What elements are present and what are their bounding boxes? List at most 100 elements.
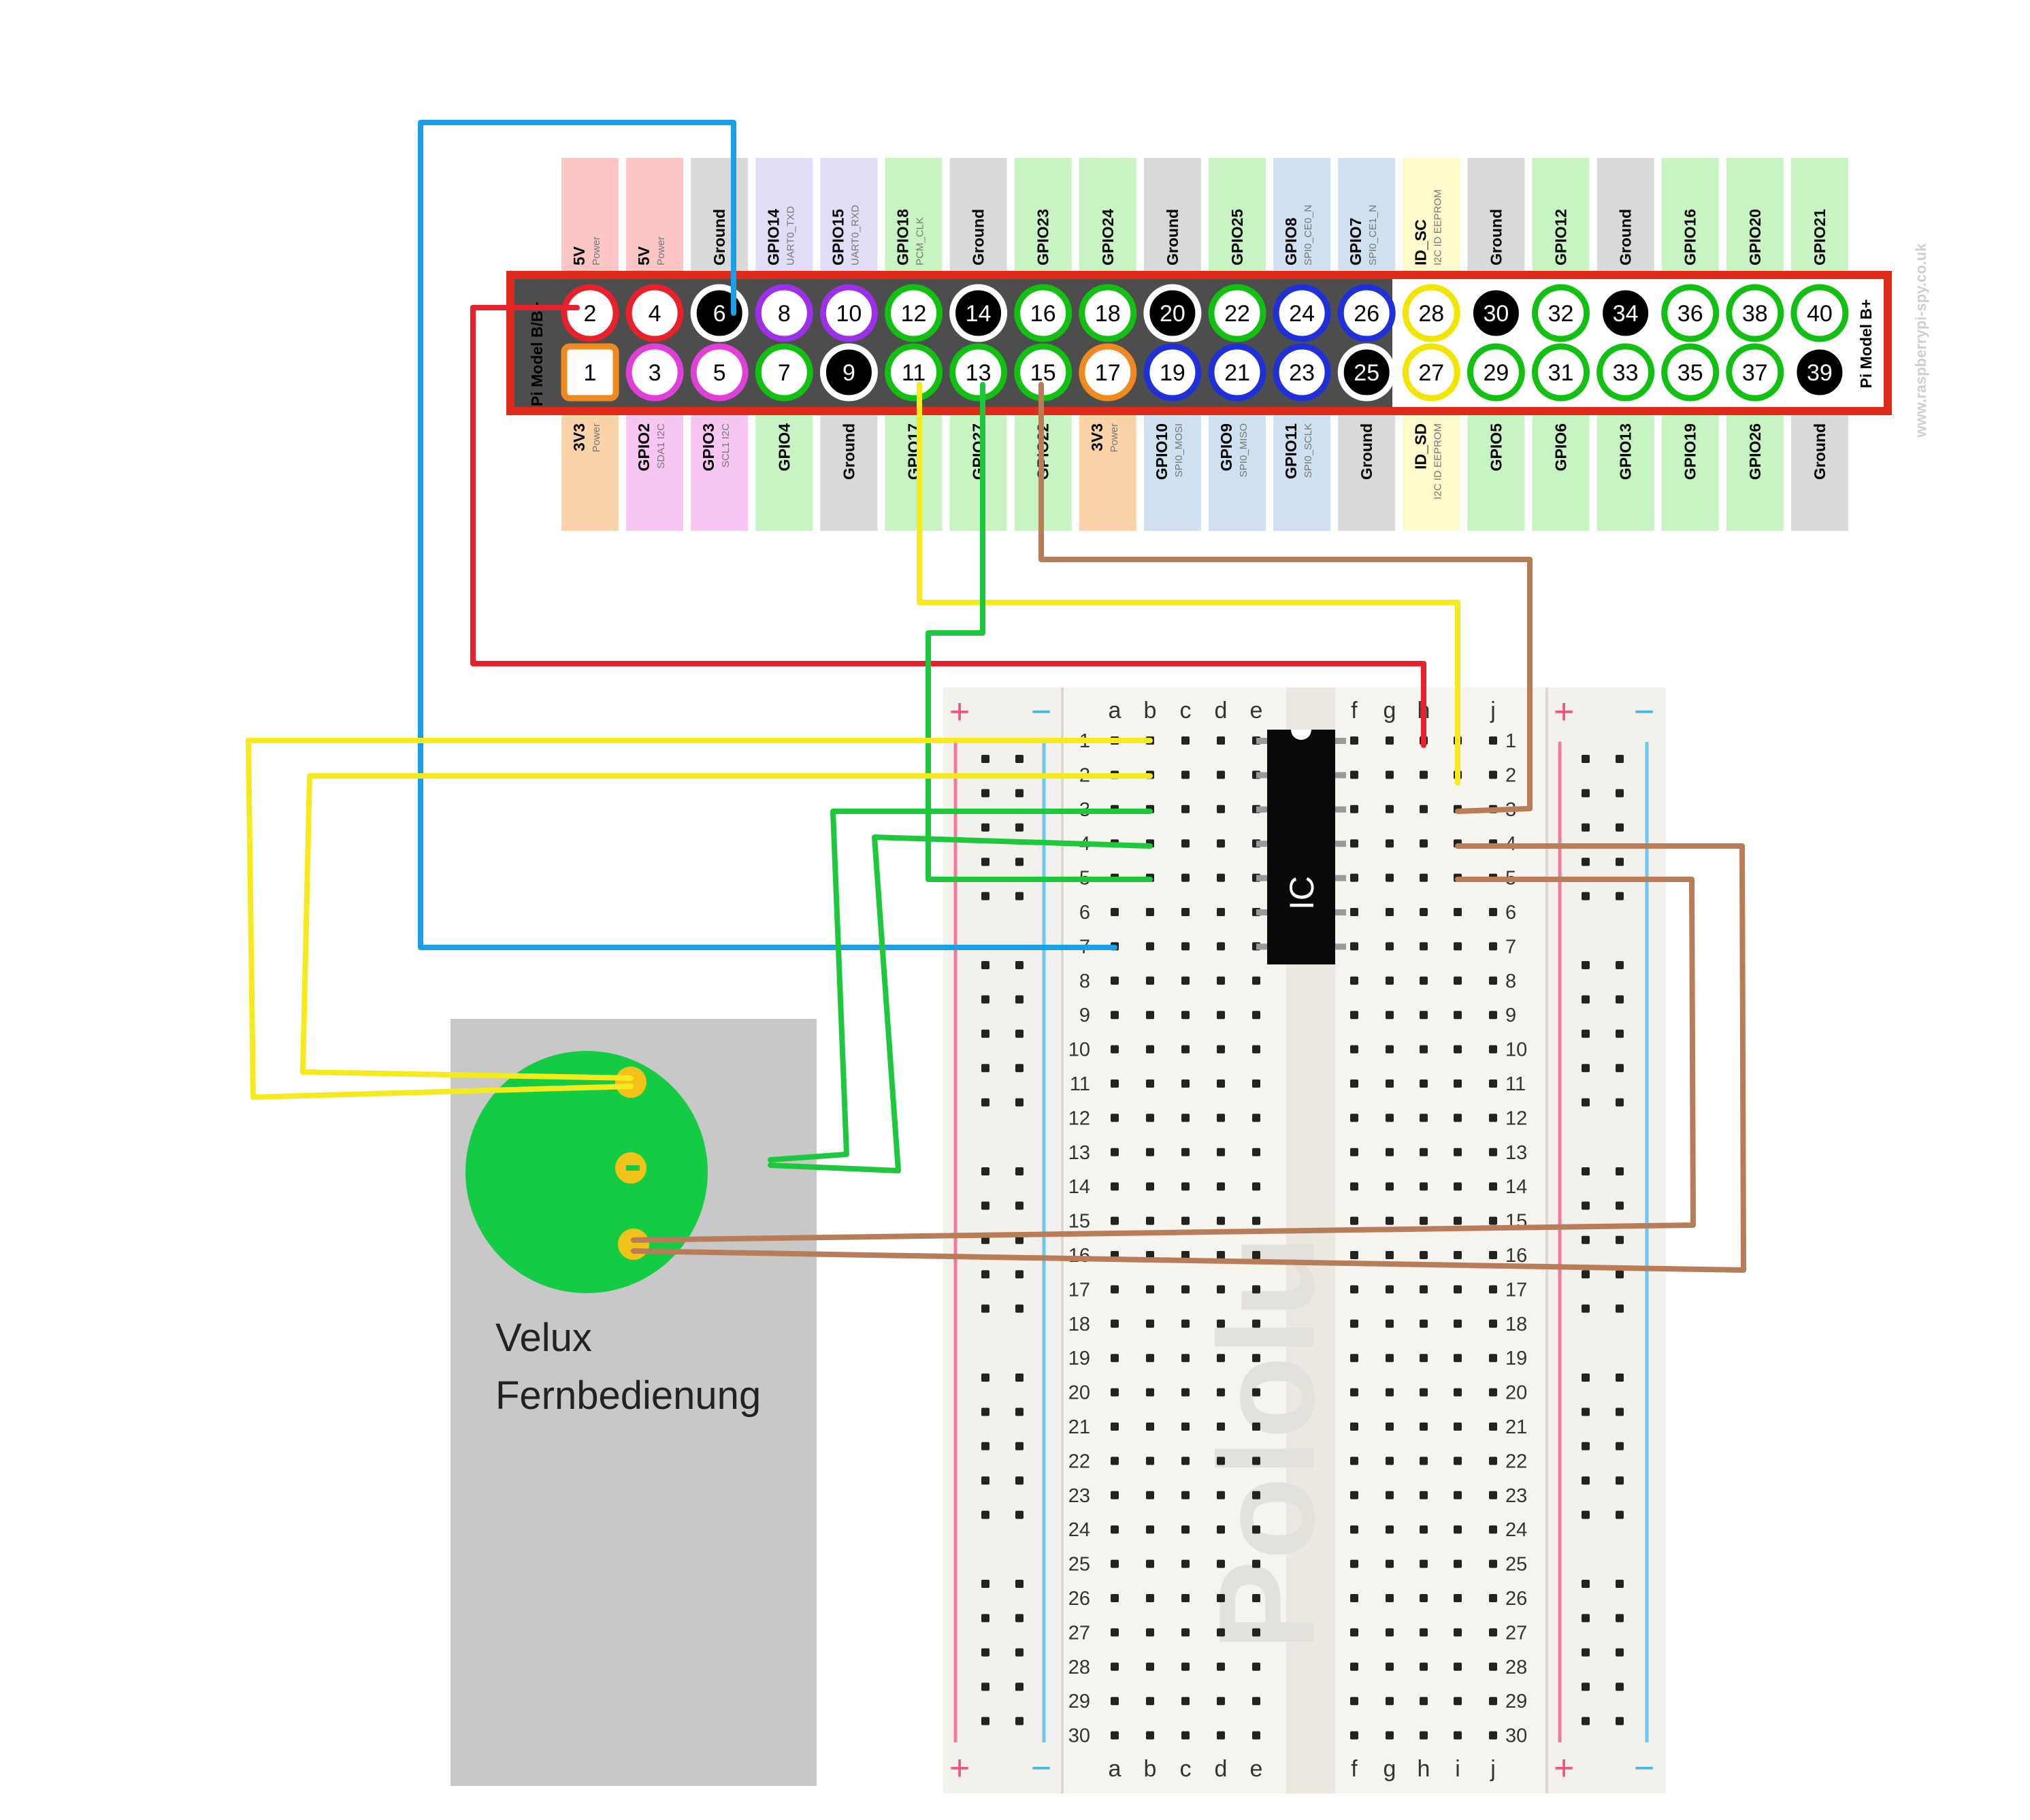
- breadboard-hole: [1489, 1251, 1497, 1259]
- breadboard-hole: [1386, 1662, 1394, 1671]
- pin-12-number: 12: [901, 301, 927, 327]
- wire-yellow-pin11: [917, 382, 1460, 785]
- breadboard-hole: [1489, 908, 1497, 916]
- rail-hole: [981, 1064, 989, 1073]
- rail-hole: [1015, 1304, 1024, 1313]
- remote-disc: [465, 1051, 708, 1293]
- pin-29: 29: [1467, 343, 1525, 402]
- breadboard-hole: [1252, 1491, 1260, 1499]
- breadboard-hole: [1111, 908, 1119, 916]
- remote-contact-top: [615, 1067, 646, 1098]
- breadboard-hole: [1454, 976, 1462, 985]
- pin-40-label-bg: [1790, 158, 1848, 274]
- breadboard-hole: [1252, 1079, 1260, 1088]
- breadboard-hole: [1181, 1731, 1190, 1740]
- pin-34-pad: [1597, 284, 1655, 342]
- breadboard-hole: [1217, 1731, 1225, 1740]
- breadboard-hole: [1489, 1594, 1497, 1602]
- row-label-right-14: 14: [1505, 1176, 1527, 1198]
- rail-hole: [1616, 961, 1624, 969]
- row-label-right-30: 30: [1505, 1725, 1527, 1747]
- pin-6-name: Ground: [710, 209, 728, 265]
- breadboard-hole: [1181, 1011, 1190, 1020]
- pin-22-name: GPIO25: [1228, 209, 1246, 265]
- pin-16-pad: [1014, 284, 1073, 342]
- breadboard-hole: [1454, 1491, 1462, 1499]
- breadboard-hole: [1350, 1559, 1358, 1568]
- rail-hole: [1582, 789, 1590, 798]
- row-label-right-12: 12: [1505, 1107, 1527, 1129]
- row-label-right-29: 29: [1505, 1691, 1527, 1712]
- breadboard-hole: [1420, 1491, 1428, 1499]
- header-model-label-right: Pi Model B+: [1857, 299, 1875, 389]
- pin-28-function: I2C ID EEPROM: [1432, 189, 1443, 265]
- wire-red-pin2: [470, 305, 1426, 748]
- row-label-left-15: 15: [1068, 1211, 1090, 1233]
- breadboard-hole: [1386, 1491, 1394, 1499]
- breadboard-hole: [1386, 1182, 1394, 1191]
- breadboard-hole: [1217, 908, 1225, 916]
- rail-hole: [981, 961, 989, 969]
- breadboard-hole: [1217, 1285, 1225, 1294]
- row-label-right-10: 10: [1505, 1039, 1527, 1061]
- breadboard-hole: [1454, 908, 1462, 916]
- breadboard-hole: [1350, 1216, 1358, 1225]
- row-label-left-12: 12: [1068, 1107, 1090, 1129]
- rail-hole: [1582, 1064, 1590, 1073]
- row-label-left-28: 28: [1068, 1657, 1090, 1678]
- remote-contact-middle-slot: [626, 1165, 640, 1171]
- breadboard-hole: [1386, 1697, 1394, 1706]
- breadboard-hole: [1420, 1216, 1428, 1225]
- row-label-left-25: 25: [1068, 1554, 1090, 1576]
- ic-notch: [1291, 730, 1311, 740]
- pin-19-pad: [1143, 343, 1202, 402]
- breadboard-hole: [1454, 1662, 1462, 1671]
- rail-hole: [981, 1304, 989, 1313]
- rail-right-plus-sign-bottom: +: [1554, 1749, 1574, 1788]
- rail-hole: [1015, 823, 1024, 832]
- breadboard-hole: [1217, 1251, 1225, 1259]
- ic-leg-right: [1332, 738, 1346, 744]
- row-label-left-24: 24: [1068, 1519, 1090, 1541]
- pin-17-label-bg: [1079, 415, 1136, 531]
- breadboard-hole: [1350, 805, 1358, 813]
- breadboard-hole: [1489, 1319, 1497, 1328]
- breadboard-hole: [1252, 1319, 1260, 1328]
- pin-27-label-bg: [1403, 415, 1460, 531]
- pin-3-name: GPIO2: [635, 423, 653, 471]
- breadboard-hole: [1454, 1525, 1462, 1534]
- rail-hole: [1582, 823, 1590, 832]
- column-label-g-top: g: [1384, 698, 1396, 724]
- pin-38-pad: [1726, 284, 1784, 342]
- row-label-right-13: 13: [1505, 1142, 1527, 1164]
- breadboard-hole: [1420, 873, 1428, 882]
- breadboard-hole: [1420, 1148, 1428, 1156]
- breadboard-hole: [1217, 770, 1225, 779]
- rail-hole: [981, 1648, 989, 1657]
- pin-27-function: I2C ID EEPROM: [1432, 423, 1443, 500]
- breadboard-hole: [1146, 1045, 1154, 1054]
- breadboard-hole: [1489, 1559, 1497, 1568]
- row-label-right-18: 18: [1505, 1314, 1527, 1335]
- ic-body: [1267, 730, 1335, 964]
- breadboard-hole: [1217, 1697, 1225, 1706]
- rail-hole: [1616, 892, 1624, 900]
- breadboard-hole: [1454, 1354, 1462, 1363]
- pin-24: 24: [1273, 284, 1331, 342]
- pin-14: 14: [949, 284, 1008, 342]
- pin-27-name: ID_SD: [1411, 423, 1429, 470]
- pin-5-number: 5: [713, 360, 726, 386]
- rail-hole: [1015, 1510, 1024, 1519]
- breadboard-hole: [1454, 1628, 1462, 1637]
- pin-6-number: 6: [713, 301, 726, 327]
- pin-5-function: SCL1 I2C: [720, 423, 732, 468]
- pin-37-pad: [1726, 343, 1784, 402]
- pin-40: 40: [1790, 284, 1849, 342]
- pin-3-label-bg: [626, 415, 684, 531]
- pin-3: 3: [625, 343, 684, 402]
- pin-19: 19: [1143, 343, 1202, 402]
- breadboard-hole: [1146, 1697, 1154, 1706]
- column-label-d-top: d: [1215, 698, 1228, 724]
- pin-29-label-bg: [1467, 415, 1525, 531]
- breadboard-hole: [1252, 976, 1260, 985]
